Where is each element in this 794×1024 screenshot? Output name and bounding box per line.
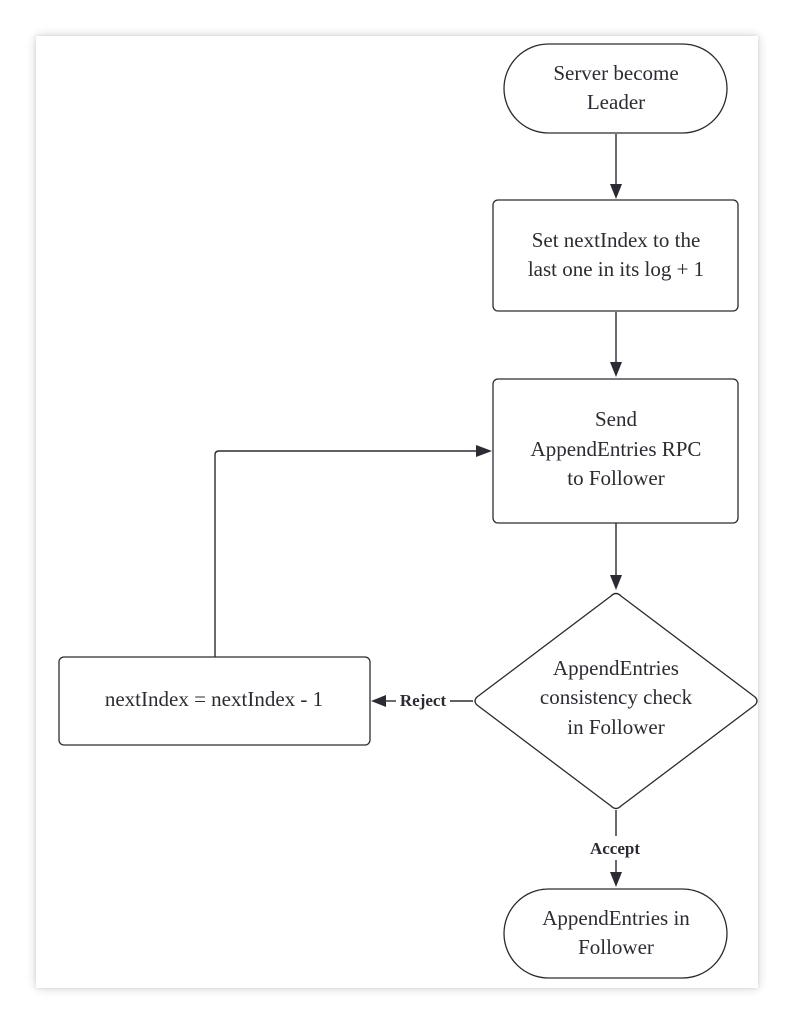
node-server-become-leader-line-1: Server become	[553, 61, 678, 85]
node-consistency-check: AppendEntries consistency check in Follo…	[474, 592, 758, 810]
node-set-next-index-line-2: last one in its log + 1	[528, 257, 704, 281]
node-decrement-line-1: nextIndex = nextIndex - 1	[105, 687, 323, 711]
node-appendentries-in-follower: AppendEntries in Follower	[503, 888, 728, 979]
node-send-rpc-line-1: Send	[595, 407, 638, 431]
node-server-become-leader-line-2: Leader	[587, 90, 645, 114]
node-send-rpc-line-2: AppendEntries RPC	[531, 437, 702, 461]
node-consistency-check-line-2: consistency check	[540, 685, 693, 709]
edge-label-accept: Accept	[590, 839, 640, 858]
edge-set-to-send	[610, 312, 622, 377]
edge-check-to-decrement	[371, 695, 473, 707]
edge-check-to-append	[610, 810, 622, 887]
edge-label-reject: Reject	[400, 691, 447, 710]
node-send-appendentries-rpc: Send AppendEntries RPC to Follower	[492, 378, 739, 524]
node-set-next-index-line-1: Set nextIndex to the	[532, 228, 701, 252]
edge-decrement-to-send	[214, 445, 492, 657]
node-consistency-check-line-1: AppendEntries	[553, 656, 679, 680]
node-decrement-next-index: nextIndex = nextIndex - 1	[58, 656, 371, 746]
edge-start-to-set	[610, 134, 622, 199]
edge-send-to-check	[610, 523, 622, 590]
node-send-rpc-line-3: to Follower	[567, 466, 664, 490]
node-appendentries-in-follower-line-1: AppendEntries in	[542, 906, 690, 930]
node-set-next-index: Set nextIndex to the last one in its log…	[492, 199, 739, 312]
node-appendentries-in-follower-line-2: Follower	[578, 935, 654, 959]
node-server-become-leader: Server become Leader	[503, 43, 728, 134]
node-consistency-check-line-3: in Follower	[567, 715, 664, 739]
